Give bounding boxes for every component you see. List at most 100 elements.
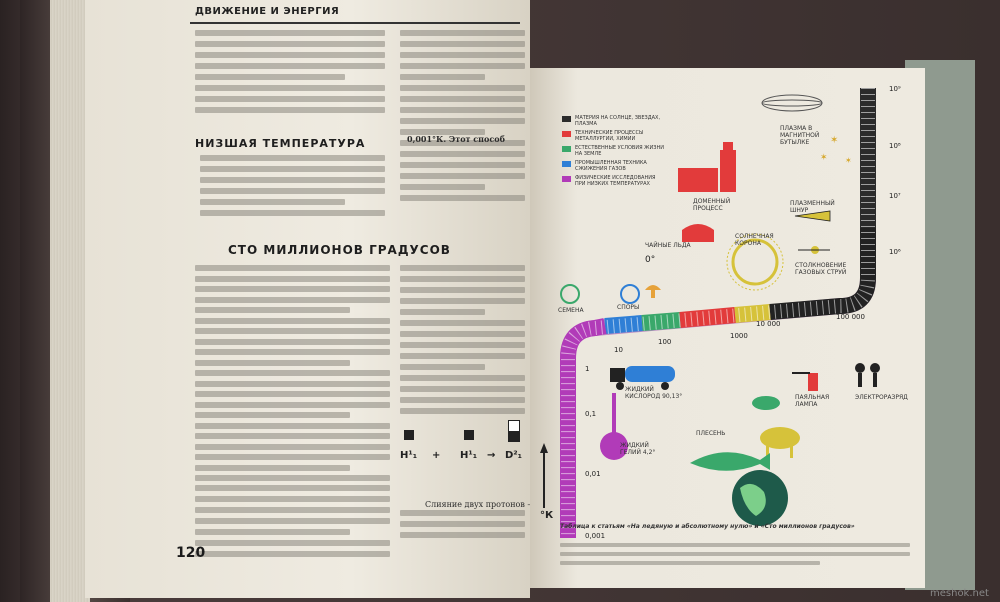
text-line [400,510,525,516]
deuteron-square [508,420,520,442]
text-line [400,151,525,157]
temperature-diagram: ✶ ✶ ✶ [540,88,880,538]
text-line [195,96,385,102]
formula-arrow: → [487,450,496,461]
spores-icon [620,284,640,304]
heading-hundred-million: СТО МИЛЛИОНОВ ГРАДУСОВ [228,243,451,257]
text-line [200,210,385,216]
scale-label: 10⁷ [889,192,901,200]
caption-line [560,543,910,547]
text-line [400,331,525,337]
text-line [195,518,390,524]
legend-label: ЕСТЕСТВЕННЫЕ УСЛОВИЯ ЖИЗНИ НА ЗЕМЛЕ [575,145,664,157]
heading-low-temperature: НИЗШАЯ ТЕМПЕРАТУРА [195,137,366,150]
text-line [195,380,390,387]
text-snippet: 0,001°К. Этот способ [407,134,505,144]
text-line [195,338,390,345]
lamb-icon [760,427,800,458]
text-line [400,521,525,527]
fish-icon [690,452,770,471]
text-line [195,540,390,546]
text-line [400,140,525,146]
legend-label: МАТЕРИЯ НА СОЛНЦЕ, ЗВЕЗДАХ, ПЛАЗМА [575,115,661,127]
text-line [195,529,350,535]
text-line [200,188,385,194]
text-line [400,532,525,538]
scale-label: 10⁶ [889,248,901,256]
kelvin-arrow-icon [540,443,548,508]
text-line [195,107,385,113]
text-line [400,309,485,315]
text-line [400,96,525,102]
text-line [400,41,525,47]
legend-swatch [562,116,571,122]
helium-flask-icon [600,393,628,460]
text-line [195,30,385,36]
caption-line [560,552,910,556]
formula-plus: + [432,450,441,461]
temperature-pipe [560,88,876,538]
label-corona: СОЛНЕЧНАЯ КОРОНА [735,233,774,247]
text-line [195,551,390,557]
seed-icon [560,284,580,304]
teapot-icon [682,224,714,242]
blast-furnace-icon [678,142,736,192]
scale-label: 0,001 [585,532,606,540]
text-line [195,63,385,69]
caption-line [560,561,820,565]
text-line [195,370,390,376]
scale-label: 100 000 [836,313,865,321]
bird-icon [752,396,780,410]
scale-label: 1 [585,365,590,373]
text-line [195,433,390,439]
watermark: meshok.net [930,588,989,599]
label-mold: ПЛЕСЕНЬ [696,430,726,437]
text-line [400,298,525,304]
text-line [195,41,385,47]
text-line [195,422,390,429]
sun-corona-icon [726,233,784,291]
header-rule [190,8,520,24]
text-line [195,317,390,324]
text-line [200,155,385,161]
scale-label: 10⁸ [889,142,901,150]
text-line [195,464,350,471]
text-line [195,401,390,408]
zero-label: 0° [645,255,656,265]
text-line [195,349,390,355]
scale-label: 1000 [730,332,748,340]
page-header: ДВИЖЕНИЕ И ЭНЕРГИЯ [195,6,340,17]
text-line [400,162,525,168]
diagram-caption: Таблица к статьям «На ледяную и абсолютн… [560,523,855,530]
text-line [195,454,390,460]
scale-label: 10 000 [756,320,781,328]
page-stack [50,0,90,602]
legend-label: ПРОМЫШЛЕННАЯ ТЕХНИКА СЖИЖЕНИЯ ГАЗОВ [575,160,647,172]
text-line [400,129,485,135]
scale-label: 0,1 [585,410,597,418]
text-line [195,507,390,513]
text-line [200,199,345,205]
text-line [195,391,390,397]
text-line [400,375,525,381]
text-line [400,184,485,190]
text-line [400,353,525,359]
text-line [400,265,525,271]
text-line [200,166,385,172]
text-line [400,320,525,326]
text-line [195,265,390,271]
svg-text:✶: ✶ [845,156,852,165]
text-line [195,296,390,303]
text-line [195,85,385,91]
text-line [400,85,525,91]
text-line [400,30,525,36]
proton-square-2 [464,430,474,440]
scale-label: 10 [614,346,623,354]
scale-label: 100 [658,338,672,346]
text-line [400,118,525,124]
text-line [195,307,350,313]
text-line [400,287,525,293]
text-line [400,52,525,58]
text-line [400,173,525,179]
svg-text:✶: ✶ [820,153,828,163]
